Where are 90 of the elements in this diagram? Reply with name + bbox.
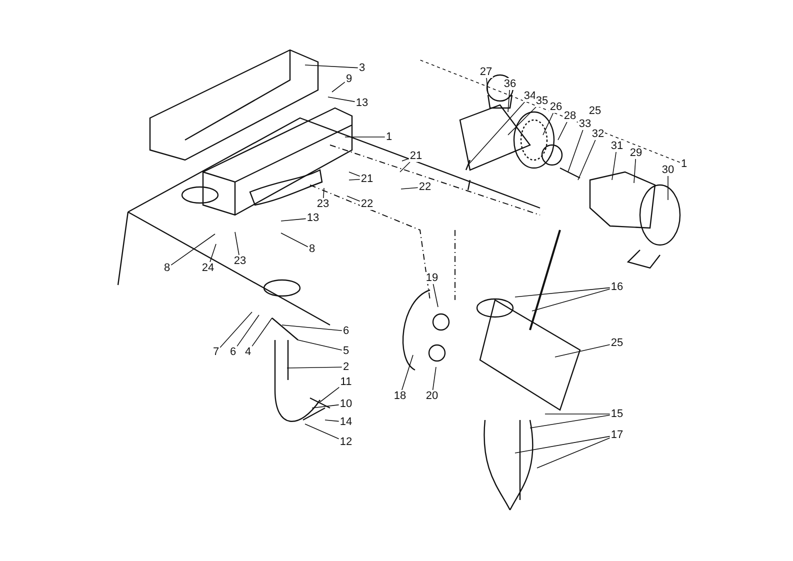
- leader-line: [532, 288, 610, 312]
- leader-line: [508, 90, 510, 112]
- leader-line: [536, 438, 610, 468]
- callout-number: 7: [212, 346, 220, 358]
- callout-number: 35: [534, 95, 550, 107]
- leader-line: [304, 424, 340, 440]
- callout-number: 25: [610, 337, 624, 349]
- leader-line: [486, 78, 488, 94]
- callout-number: 13: [354, 97, 370, 109]
- leader-line: [332, 82, 346, 92]
- leader-line: [210, 244, 216, 262]
- leader-line: [236, 314, 260, 347]
- callout-number: 22: [418, 181, 432, 193]
- leader-line: [312, 404, 340, 408]
- leader-line: [558, 122, 568, 140]
- callout-number: 6: [342, 325, 350, 337]
- leader-line: [304, 64, 358, 68]
- callout-number: 15: [610, 408, 624, 420]
- callout-number: 31: [610, 140, 624, 152]
- leader-line: [402, 354, 414, 390]
- leader-line: [298, 340, 342, 350]
- leader-line: [324, 420, 340, 422]
- callout-number: 21: [408, 150, 424, 162]
- leader-line: [282, 324, 342, 331]
- leader-line: [234, 232, 240, 256]
- callout-number: 20: [424, 390, 440, 402]
- callout-number: 10: [338, 398, 354, 410]
- leader-line: [400, 187, 418, 190]
- callout-number: 27: [478, 66, 494, 78]
- callout-number: 28: [562, 110, 578, 122]
- callout-number: 1: [384, 131, 394, 143]
- leader-line: [554, 344, 610, 358]
- callout-number: 9: [344, 73, 354, 85]
- callout-number: 16: [610, 281, 624, 293]
- leader-line: [612, 152, 616, 180]
- leader-line: [348, 172, 360, 177]
- callout-number: 3: [358, 62, 366, 74]
- leader-line: [328, 96, 356, 102]
- leader-line: [346, 196, 360, 202]
- callout-number: 8: [162, 262, 172, 274]
- leader-line: [432, 284, 438, 308]
- leader-line: [420, 60, 680, 163]
- leader-line: [402, 158, 410, 162]
- callout-number: 33: [578, 118, 592, 130]
- leader-line: [320, 386, 340, 402]
- leader-line: [568, 130, 584, 172]
- callout-number: 11: [339, 376, 353, 388]
- leader-line: [252, 318, 272, 347]
- callout-number: 24: [200, 262, 216, 274]
- leader-line: [634, 158, 636, 184]
- callout-number: 23: [232, 255, 248, 267]
- callout-number: 26: [548, 101, 564, 113]
- leader-line: [323, 188, 324, 198]
- callout-number: 5: [342, 345, 350, 357]
- leader-line: [514, 287, 610, 298]
- callout-number: 12: [338, 436, 354, 448]
- callout-number: 8: [308, 243, 316, 255]
- callout-number: 18: [392, 390, 408, 402]
- callout-number: 25: [588, 105, 602, 117]
- leader-line: [542, 112, 554, 136]
- leader-line: [514, 436, 610, 454]
- callout-number: 2: [342, 361, 350, 373]
- callout-number: 4: [244, 346, 252, 358]
- leader-line: [170, 234, 216, 266]
- callout-number: 14: [338, 416, 354, 428]
- callout-number: 22: [360, 198, 374, 210]
- callout-number: 13: [306, 212, 320, 224]
- leader-line: [508, 106, 536, 136]
- leader-line: [286, 366, 342, 368]
- leader-line: [578, 140, 596, 180]
- callout-number: 30: [660, 164, 676, 176]
- callout-number: 32: [590, 128, 606, 140]
- callout-number: 29: [628, 147, 644, 159]
- callout-number: 6: [228, 346, 238, 358]
- leader-line: [400, 162, 410, 172]
- callout-number: 36: [502, 78, 518, 90]
- leader-line: [280, 232, 308, 248]
- leader-line: [344, 136, 386, 138]
- callout-number: 17: [610, 429, 624, 441]
- callout-number: 1: [680, 158, 688, 170]
- leader-line: [530, 414, 610, 428]
- callout-number: 23: [316, 198, 330, 210]
- leader-line: [348, 179, 360, 180]
- callout-number: 21: [360, 173, 374, 185]
- leader-line: [468, 102, 525, 166]
- leader-line: [220, 312, 252, 348]
- callout-number: 34: [522, 90, 538, 102]
- leader-line: [432, 366, 436, 390]
- leader-line: [280, 218, 306, 222]
- callout-number: 19: [424, 272, 440, 284]
